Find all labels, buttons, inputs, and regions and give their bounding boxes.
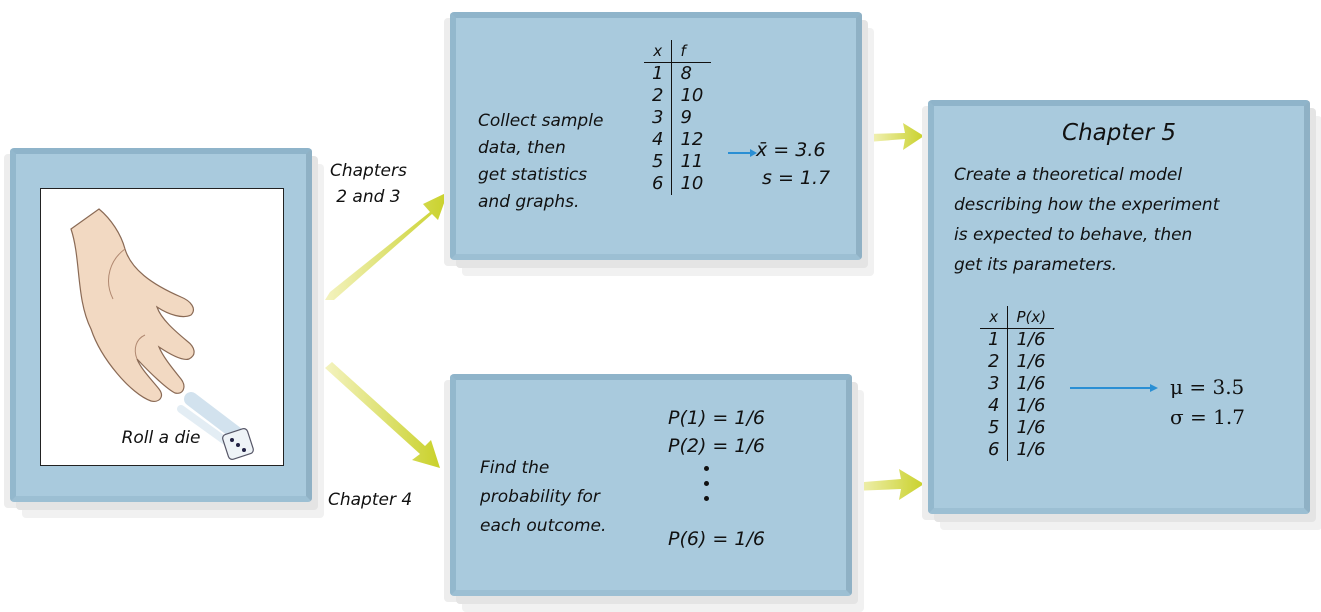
probability-text-line: probability for (480, 487, 600, 507)
ellipsis-dots (704, 466, 710, 501)
col-header-x: x (644, 40, 673, 63)
prob-1: P(1) = 1/6 (668, 407, 765, 429)
model-text-line: describing how the experiment (954, 195, 1220, 215)
cell: 8 (680, 63, 692, 84)
probability-text-line: Find the (480, 458, 550, 478)
population-mean: μ = 3.5 (1170, 375, 1245, 399)
sample-data-panel: Collect sample data, then get statistics… (450, 12, 862, 260)
col-header-x: x (980, 306, 1009, 329)
model-parameters: μ = 3.5 σ = 1.7 (1170, 372, 1245, 432)
cell: 6 (980, 439, 1009, 461)
chapters-label-line1: Chapters (330, 161, 407, 181)
col-header-f: f (671, 40, 712, 63)
probability-list: P(1) = 1/6 P(2) = 1/6 (668, 404, 765, 460)
cell: 2 (980, 351, 1009, 373)
population-sd: σ = 1.7 (1170, 405, 1245, 429)
cell: 10 (680, 85, 704, 106)
chapters-2-3-label: Chapters 2 and 3 (330, 158, 407, 210)
cell: 1/6 (1016, 373, 1046, 394)
sample-text-line: data, then (478, 138, 566, 158)
model-text-line: Create a theoretical model (954, 165, 1183, 185)
model-text-line: is expected to behave, then (954, 225, 1193, 245)
model-text-line: get its parameters. (954, 255, 1117, 275)
cell: 4 (644, 129, 673, 151)
blue-arrow-icon (1070, 384, 1158, 392)
sample-mean: x̄ = 3.6 (756, 139, 826, 161)
sample-sd: s = 1.7 (762, 167, 831, 189)
arrow-to-sample-panel (325, 192, 448, 300)
cell: 1/6 (1016, 395, 1046, 416)
chapter-4-label: Chapter 4 (328, 490, 413, 510)
arrow-to-probability-panel (325, 362, 440, 468)
probability-text-line: each outcome. (480, 516, 607, 536)
chapter-5-title: Chapter 5 (1062, 120, 1176, 146)
sample-text-line: get statistics (478, 165, 588, 185)
hand-rolling-die-illustration (70, 208, 254, 460)
cell: 1/6 (1016, 439, 1046, 460)
cell: 5 (980, 417, 1009, 439)
sample-text-line: and graphs. (478, 192, 580, 212)
probability-panel: Find the probability for each outcome. P… (450, 374, 852, 596)
cell: 1 (644, 62, 673, 85)
arrow-top-to-model (868, 123, 924, 150)
cell: 3 (980, 373, 1009, 395)
cell: 2 (644, 85, 673, 107)
prob-6: P(6) = 1/6 (668, 528, 765, 550)
cell: 4 (980, 395, 1009, 417)
cell: 5 (644, 151, 673, 173)
prob-2: P(2) = 1/6 (668, 435, 765, 457)
arrow-bottom-to-model (852, 469, 924, 500)
chapters-label-line2: 2 and 3 (336, 187, 401, 207)
sample-stats: x̄ = 3.6 s = 1.7 (756, 136, 830, 192)
die-illustration-frame (40, 188, 284, 466)
theoretical-model-panel: Chapter 5 Create a theoretical model des… (928, 100, 1310, 514)
roll-die-caption: Roll a die (121, 428, 201, 448)
cell: 1/6 (1016, 417, 1046, 438)
cell: 1 (980, 328, 1009, 351)
cell: 6 (644, 173, 673, 195)
model-text: Create a theoretical model describing ho… (954, 160, 1219, 280)
cell: 9 (680, 107, 692, 128)
cell: 1/6 (1016, 351, 1046, 372)
cell: 10 (680, 173, 704, 194)
cell: 1/6 (1016, 329, 1046, 350)
blue-arrow-icon (728, 149, 757, 157)
sample-data-text: Collect sample data, then get statistics… (478, 108, 603, 216)
cell: 12 (680, 129, 704, 150)
probability-text: Find the probability for each outcome. (480, 454, 606, 541)
cell: 3 (644, 107, 673, 129)
roll-die-panel: Roll a die (10, 148, 312, 502)
die-icon (222, 428, 254, 460)
cell: 11 (680, 151, 704, 172)
sample-text-line: Collect sample (478, 111, 604, 131)
col-header-px: P(x) (1007, 306, 1055, 329)
